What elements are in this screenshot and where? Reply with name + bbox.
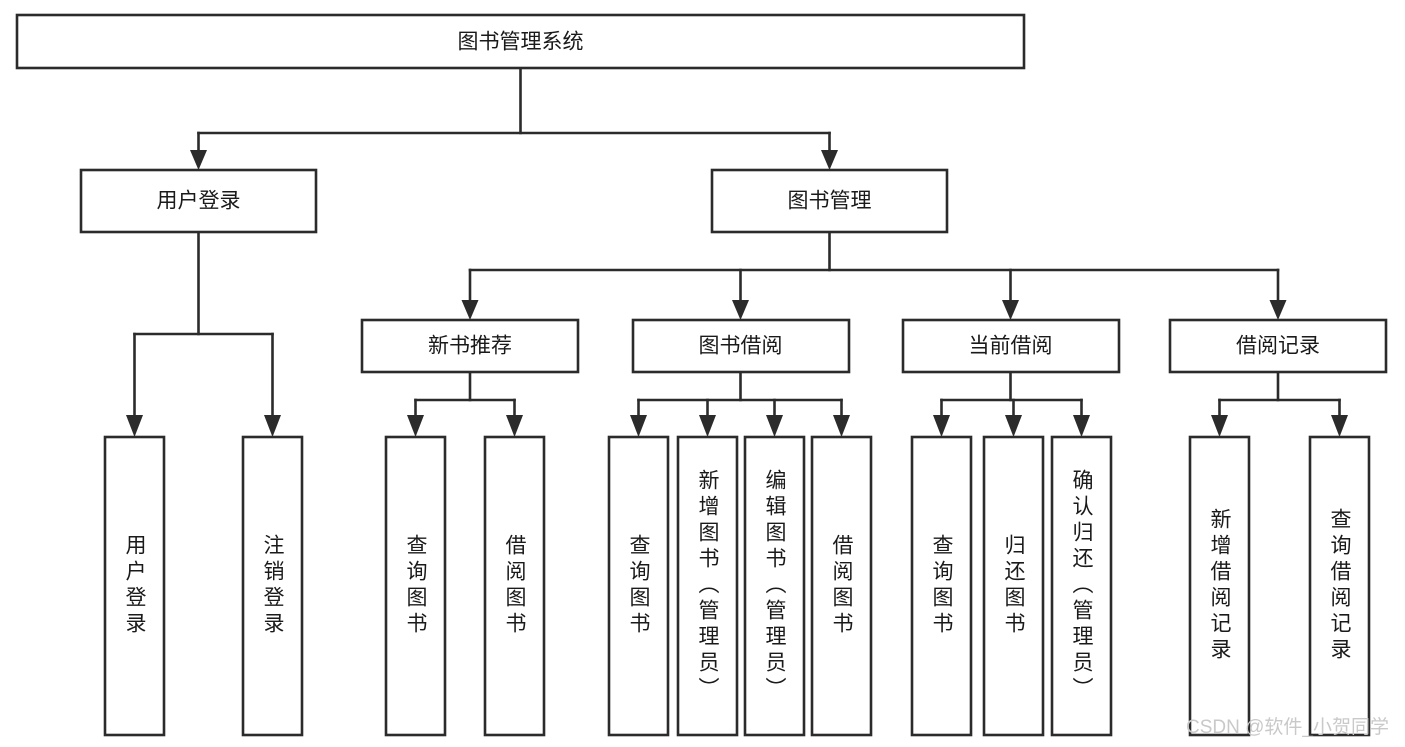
node-current-borrow[interactable]: 当前借阅 [901,318,1121,374]
node-book-borrow-label: 图书借阅 [699,335,783,358]
connector-group-record-to-leaves [1211,370,1348,437]
leaf-label-query-record: 查询借阅记录 [1328,508,1351,664]
node-borrow-record[interactable]: 借阅记录 [1168,318,1388,374]
arrow-head-icon [506,415,523,437]
leaf-label-user-login: 用户登录 [123,534,146,638]
leaf-box-add-book[interactable] [676,435,739,737]
leaf-label-add-book: 新增图书（管理员） [696,469,719,703]
node-book-management-label: 图书管理 [788,190,872,213]
leaf-label-query-book-brw: 查询图书 [627,534,650,638]
connector-group-root-to-level2 [190,66,838,170]
leaf-label-borrow-book-new: 借阅图书 [503,534,526,638]
node-borrow-record-label: 借阅记录 [1236,335,1320,358]
arrow-head-icon [1073,415,1090,437]
arrow-head-icon [407,415,424,437]
leaf-box-return-book[interactable] [982,435,1045,737]
connector-group-borrow-to-leaves [630,370,850,437]
node-user-login-box[interactable] [79,168,318,234]
leaf-box-borrow-book-new[interactable] [483,435,546,737]
arrow-head-icon [732,300,749,320]
leaf-box-user-login[interactable] [103,435,166,737]
node-root-label: 图书管理系统 [458,31,584,54]
arrow-head-icon [699,415,716,437]
connector-group-userlogin-to-leaves [126,230,281,437]
leaf-box-query-book-new[interactable] [384,435,447,737]
connector-group-current-to-leaves [933,370,1090,437]
node-root[interactable]: 图书管理系统 [15,13,1026,70]
node-book-management[interactable]: 图书管理 [710,168,949,234]
leaf-label-return-book: 归还图书 [1002,534,1025,638]
node-book-management-box[interactable] [710,168,949,234]
node-current-borrow-label: 当前借阅 [969,335,1053,358]
leaf-label-borrow-book: 借阅图书 [830,534,853,638]
leaf-label-add-record: 新增借阅记录 [1208,508,1231,664]
connector-group-bookmgmt-to-level3 [461,230,1287,320]
leaf-label-confirm-return: 确认归还（管理员） [1070,469,1093,703]
arrow-head-icon [833,415,850,437]
node-borrow-record-box[interactable] [1168,318,1388,374]
arrow-head-icon [933,415,950,437]
arrow-head-icon [1211,415,1228,437]
node-user-login[interactable]: 用户登录 [79,168,318,234]
leaf-box-query-book-brw[interactable] [607,435,670,737]
arrow-head-icon [766,415,783,437]
node-new-book-recommend-box[interactable] [360,318,580,374]
arrow-head-icon [126,415,143,437]
leaf-label-logout: 注销登录 [261,534,284,638]
leaf-label-query-book-cur: 查询图书 [930,534,953,638]
arrow-head-icon [1331,415,1348,437]
arrow-head-icon [1005,415,1022,437]
leaf-box-add-record[interactable] [1188,435,1251,737]
node-current-borrow-box[interactable] [901,318,1121,374]
leaf-box-confirm-return[interactable] [1050,435,1113,737]
node-book-borrow-box[interactable] [631,318,851,374]
arrow-head-icon [821,150,838,170]
leaf-box-query-book-cur[interactable] [910,435,973,737]
node-book-borrow[interactable]: 图书借阅 [631,318,851,374]
node-user-login-label: 用户登录 [157,190,241,213]
arrow-head-icon [461,300,479,320]
node-new-book-recommend-label: 新书推荐 [428,335,512,358]
arrow-head-icon [1002,300,1019,320]
node-new-book-recommend[interactable]: 新书推荐 [360,318,580,374]
leaf-label-query-book-new: 查询图书 [404,534,427,638]
leaf-label-edit-book: 编辑图书（管理员） [763,469,786,703]
leaf-box-query-record[interactable] [1308,435,1371,737]
arrow-head-icon [630,415,647,437]
arrow-head-icon [1269,300,1287,320]
leaf-box-edit-book[interactable] [743,435,806,737]
arrow-head-icon [264,415,281,437]
arrow-head-icon [190,150,207,170]
node-root-box[interactable] [15,13,1026,70]
connector-group-newbook-to-leaves [407,370,523,437]
csdn-watermark: CSDN @软件_小贺同学 [1186,717,1389,738]
leaf-box-borrow-book[interactable] [810,435,873,737]
leaf-box-logout[interactable] [241,435,304,737]
